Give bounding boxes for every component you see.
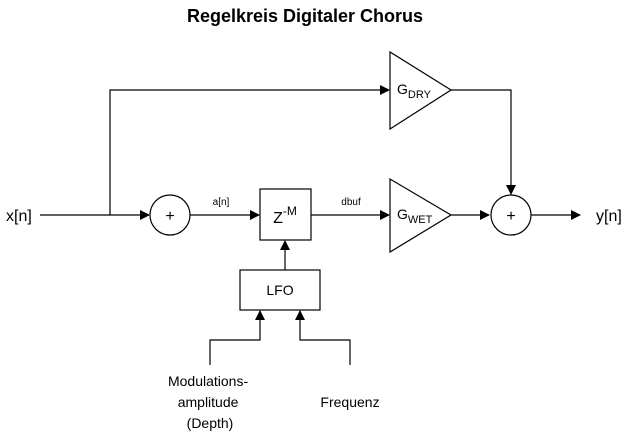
output-label: y[n] [596, 208, 622, 225]
gain-dry-sub: DRY [408, 89, 432, 101]
modulation-line-2: amplitude [178, 394, 239, 410]
diagram-title: Regelkreis Digitaler Chorus [187, 6, 423, 26]
input-label: x[n] [6, 208, 32, 225]
delay-exponent: -M [283, 204, 297, 218]
adder-output: + [490, 194, 532, 236]
delay-block: Z-M [259, 188, 312, 241]
svg-text:Z-M: Z-M [273, 204, 297, 227]
wire-frequency [295, 310, 351, 365]
wire-dry-branch [109, 85, 390, 215]
adder-input: + [149, 194, 191, 236]
gain-dry-block: GDRY [389, 50, 453, 131]
svg-text:GWET: GWET [397, 206, 433, 226]
adder-output-symbol: + [506, 208, 515, 225]
gain-dry-base: G [397, 81, 408, 97]
gain-wet-base: G [397, 206, 408, 222]
modulation-line-3: (Depth) [187, 415, 234, 431]
signal-a-label: a[n] [213, 197, 230, 208]
svg-text:GDRY: GDRY [397, 81, 432, 101]
wire-depth [209, 310, 265, 365]
signal-wires [40, 85, 581, 365]
frequency-label: Frequenz [320, 394, 379, 410]
modulation-line-1: Modulations- [168, 373, 248, 389]
lfo-label: LFO [266, 282, 293, 298]
wire-dry-out [451, 89, 516, 195]
delay-base: Z [273, 210, 283, 227]
signal-dbuf-label: dbuf [341, 197, 361, 208]
gain-wet-sub: WET [408, 214, 433, 226]
modulation-depth-label: Modulations- amplitude (Depth) [168, 373, 252, 431]
adder-input-symbol: + [165, 208, 174, 225]
gain-wet-block: GWET [389, 177, 453, 254]
lfo-block: LFO [239, 269, 321, 311]
